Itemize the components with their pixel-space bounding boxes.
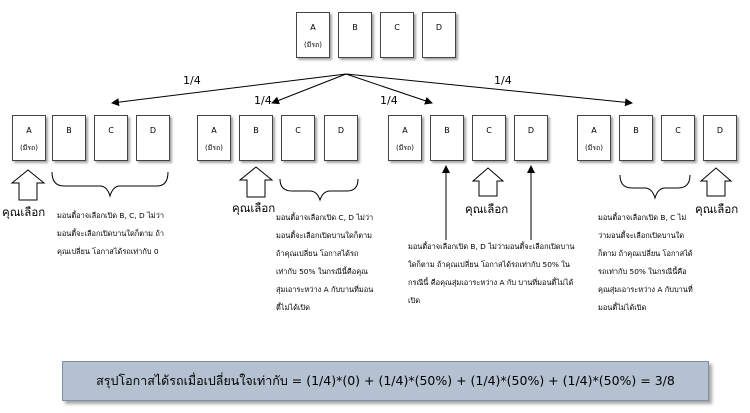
- branch-2-card-4: D: [324, 115, 358, 161]
- explanation-1: มอนตี้อาจเลือกเปิด B, C, D ไม่ว่ามอนตี้จ…: [57, 211, 165, 256]
- card-letter: A: [211, 126, 217, 135]
- branch-3-card-4: D: [514, 115, 548, 161]
- card-letter: D: [149, 126, 157, 135]
- branch-probability-2: 1/4: [254, 94, 272, 107]
- card-letter: C: [394, 23, 400, 32]
- card-car-note: (มีรถ): [204, 144, 224, 152]
- branch-4-card-4: D: [703, 115, 737, 161]
- you-pick-label-1: คุณเลือก: [2, 205, 46, 219]
- card-letter: D: [527, 126, 535, 135]
- branch-4-card-3: C: [661, 115, 695, 161]
- branch-arrow-4: [345, 73, 633, 107]
- card-letter: A: [591, 126, 597, 135]
- explanation-2: มอนตี้อาจเลือกเปิด C, D ไม่ว่ามอนตี้จะเล…: [276, 213, 374, 312]
- card-letter: A: [26, 126, 32, 135]
- branch-3-card-2: B: [430, 115, 464, 161]
- branch-4-card-1: A (มีรถ): [577, 115, 611, 161]
- card-letter: B: [66, 126, 72, 135]
- card-letter: D: [435, 23, 443, 32]
- card-letter: C: [486, 126, 492, 135]
- card-letter: B: [633, 126, 639, 135]
- pick-arrow-4: [699, 167, 733, 197]
- card-car-note: (มีรถ): [395, 144, 415, 152]
- branch-1-card-1: A (มีรถ): [12, 115, 46, 161]
- top-card-2: B: [338, 12, 372, 58]
- branch-1-card-4: D: [136, 115, 170, 161]
- branch-arrow-2: [271, 73, 347, 105]
- pick-arrow-3: [471, 167, 505, 197]
- branch-probability-4: 1/4: [494, 74, 512, 87]
- card-car-note: (มีรถ): [303, 41, 323, 49]
- card-letter: D: [716, 126, 724, 135]
- brace-2: [279, 178, 359, 202]
- card-letter: D: [337, 126, 345, 135]
- explanation-4: มอนตี้อาจเลือกเปิด B, C ไม่ว่ามอนตี้จะเล…: [598, 213, 693, 312]
- branch-3-card-3: C: [472, 115, 506, 161]
- branch-arrow-1: [111, 73, 347, 107]
- top-card-1: A (มีรถ): [296, 12, 330, 58]
- top-card-3: C: [380, 12, 414, 58]
- card-letter: A: [310, 23, 316, 32]
- card-car-note: (มีรถ): [584, 144, 604, 152]
- branch-1-card-3: C: [94, 115, 128, 161]
- summary-box: สรุปโอกาสได้รถเมื่อเปลี่ยนใจเท่ากับ = (1…: [62, 361, 709, 401]
- branch-3-card-1: A (มีรถ): [388, 115, 422, 161]
- brace-1: [51, 171, 169, 198]
- branch-2-card-3: C: [281, 115, 315, 161]
- card-car-note: (มีรถ): [19, 144, 39, 152]
- card-letter: B: [352, 23, 358, 32]
- card-letter: C: [675, 126, 681, 135]
- card-letter: C: [108, 126, 114, 135]
- branch-2-card-2: B: [239, 115, 273, 161]
- you-pick-label-3: คุณเลือก: [465, 202, 509, 216]
- branch-2-card-1: A (มีรถ): [197, 115, 231, 161]
- branch-probability-1: 1/4: [183, 74, 201, 87]
- top-card-4: D: [422, 12, 456, 58]
- card-letter: B: [253, 126, 259, 135]
- explanation-3: มอนตี้อาจเลือกเปิด B, D ไม่ว่ามอนตี้จะเล…: [408, 242, 575, 305]
- pick-arrow-1: [10, 169, 46, 201]
- card-letter: B: [444, 126, 450, 135]
- brace-4: [619, 174, 691, 200]
- branch-4-card-2: B: [619, 115, 653, 161]
- branch-probability-3: 1/4: [380, 94, 398, 107]
- you-pick-label-4: คุณเลือก: [695, 202, 739, 216]
- you-pick-label-2: คุณเลือก: [232, 201, 276, 215]
- pick-arrow-2: [238, 166, 274, 198]
- branch-1-card-2: B: [52, 115, 86, 161]
- card-letter: A: [402, 126, 408, 135]
- card-letter: C: [295, 126, 301, 135]
- branch-arrow-3: [345, 73, 433, 105]
